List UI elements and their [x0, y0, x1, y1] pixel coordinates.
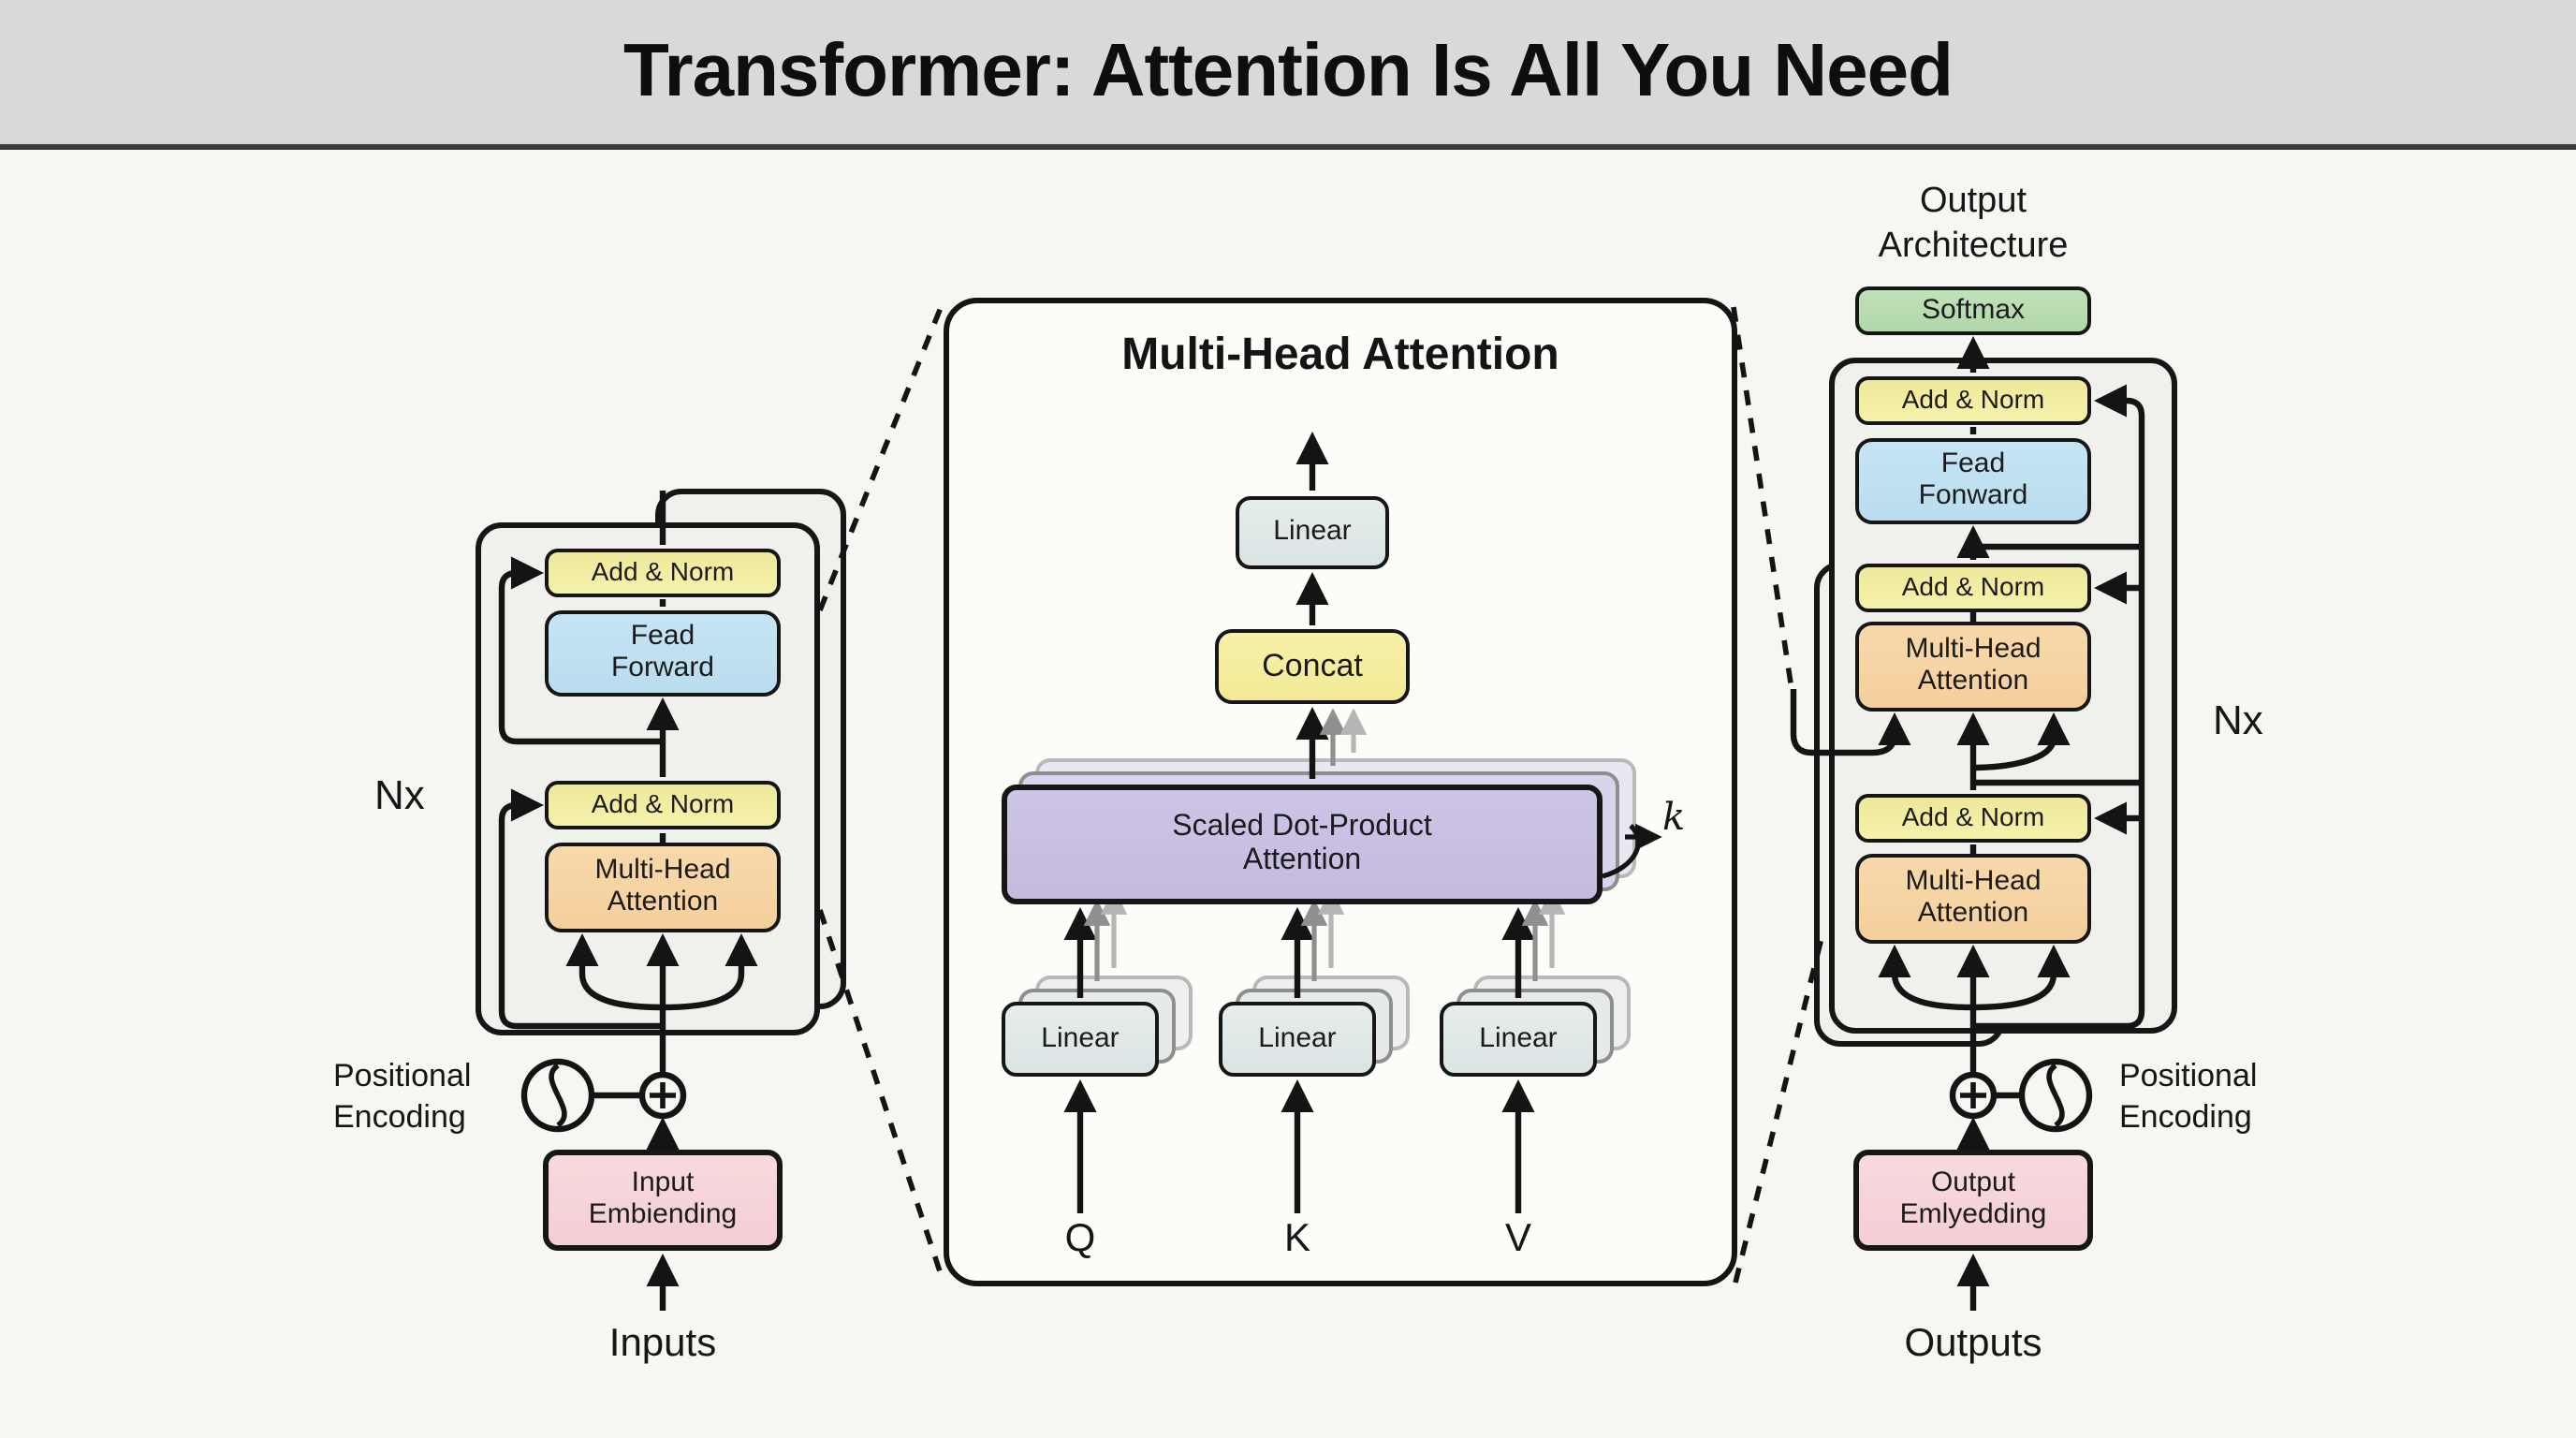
encoder-container	[476, 522, 820, 1035]
panel-concat: Concat	[1215, 629, 1410, 704]
inputs-label: Inputs	[608, 1322, 717, 1365]
heads-count-label: k	[1662, 794, 1686, 839]
decoder-add-norm-bottom: Add & Norm	[1855, 794, 2091, 843]
panel-title: Multi-Head Attention	[1121, 330, 1559, 380]
title-bar: Transformer: Attention Is All You Need	[0, 0, 2576, 150]
decoder-add-norm-mid: Add & Norm	[1855, 564, 2091, 612]
panel-output-linear: Linear	[1236, 496, 1389, 569]
panel-linear-q: Linear	[1002, 1002, 1159, 1077]
decoder-add-norm-top: Add & Norm	[1855, 376, 2091, 425]
page-title: Transformer: Attention Is All You Need	[623, 30, 1954, 112]
v-input-label: V	[1504, 1217, 1531, 1260]
encoder-positional-encoding-label: Positional Encoding	[333, 1058, 472, 1135]
panel-linear-v: Linear	[1440, 1002, 1597, 1077]
q-input-label: Q	[1064, 1217, 1096, 1260]
k-input-label: K	[1283, 1217, 1310, 1260]
encoder-add-norm-bottom: Add & Norm	[545, 781, 781, 829]
decoder-nx-label: Nx	[2213, 697, 2263, 743]
decoder-positional-encoding-label: Positional Encoding	[2119, 1058, 2258, 1135]
encoder-add-norm-top: Add & Norm	[545, 549, 781, 597]
panel-linear-k: Linear	[1219, 1002, 1376, 1077]
encoder-nx-label: Nx	[374, 771, 425, 818]
outputs-label: Outputs	[1904, 1322, 2042, 1365]
output-architecture-label: Output Architecture	[1878, 182, 2069, 266]
softmax: Softmax	[1855, 286, 2091, 335]
